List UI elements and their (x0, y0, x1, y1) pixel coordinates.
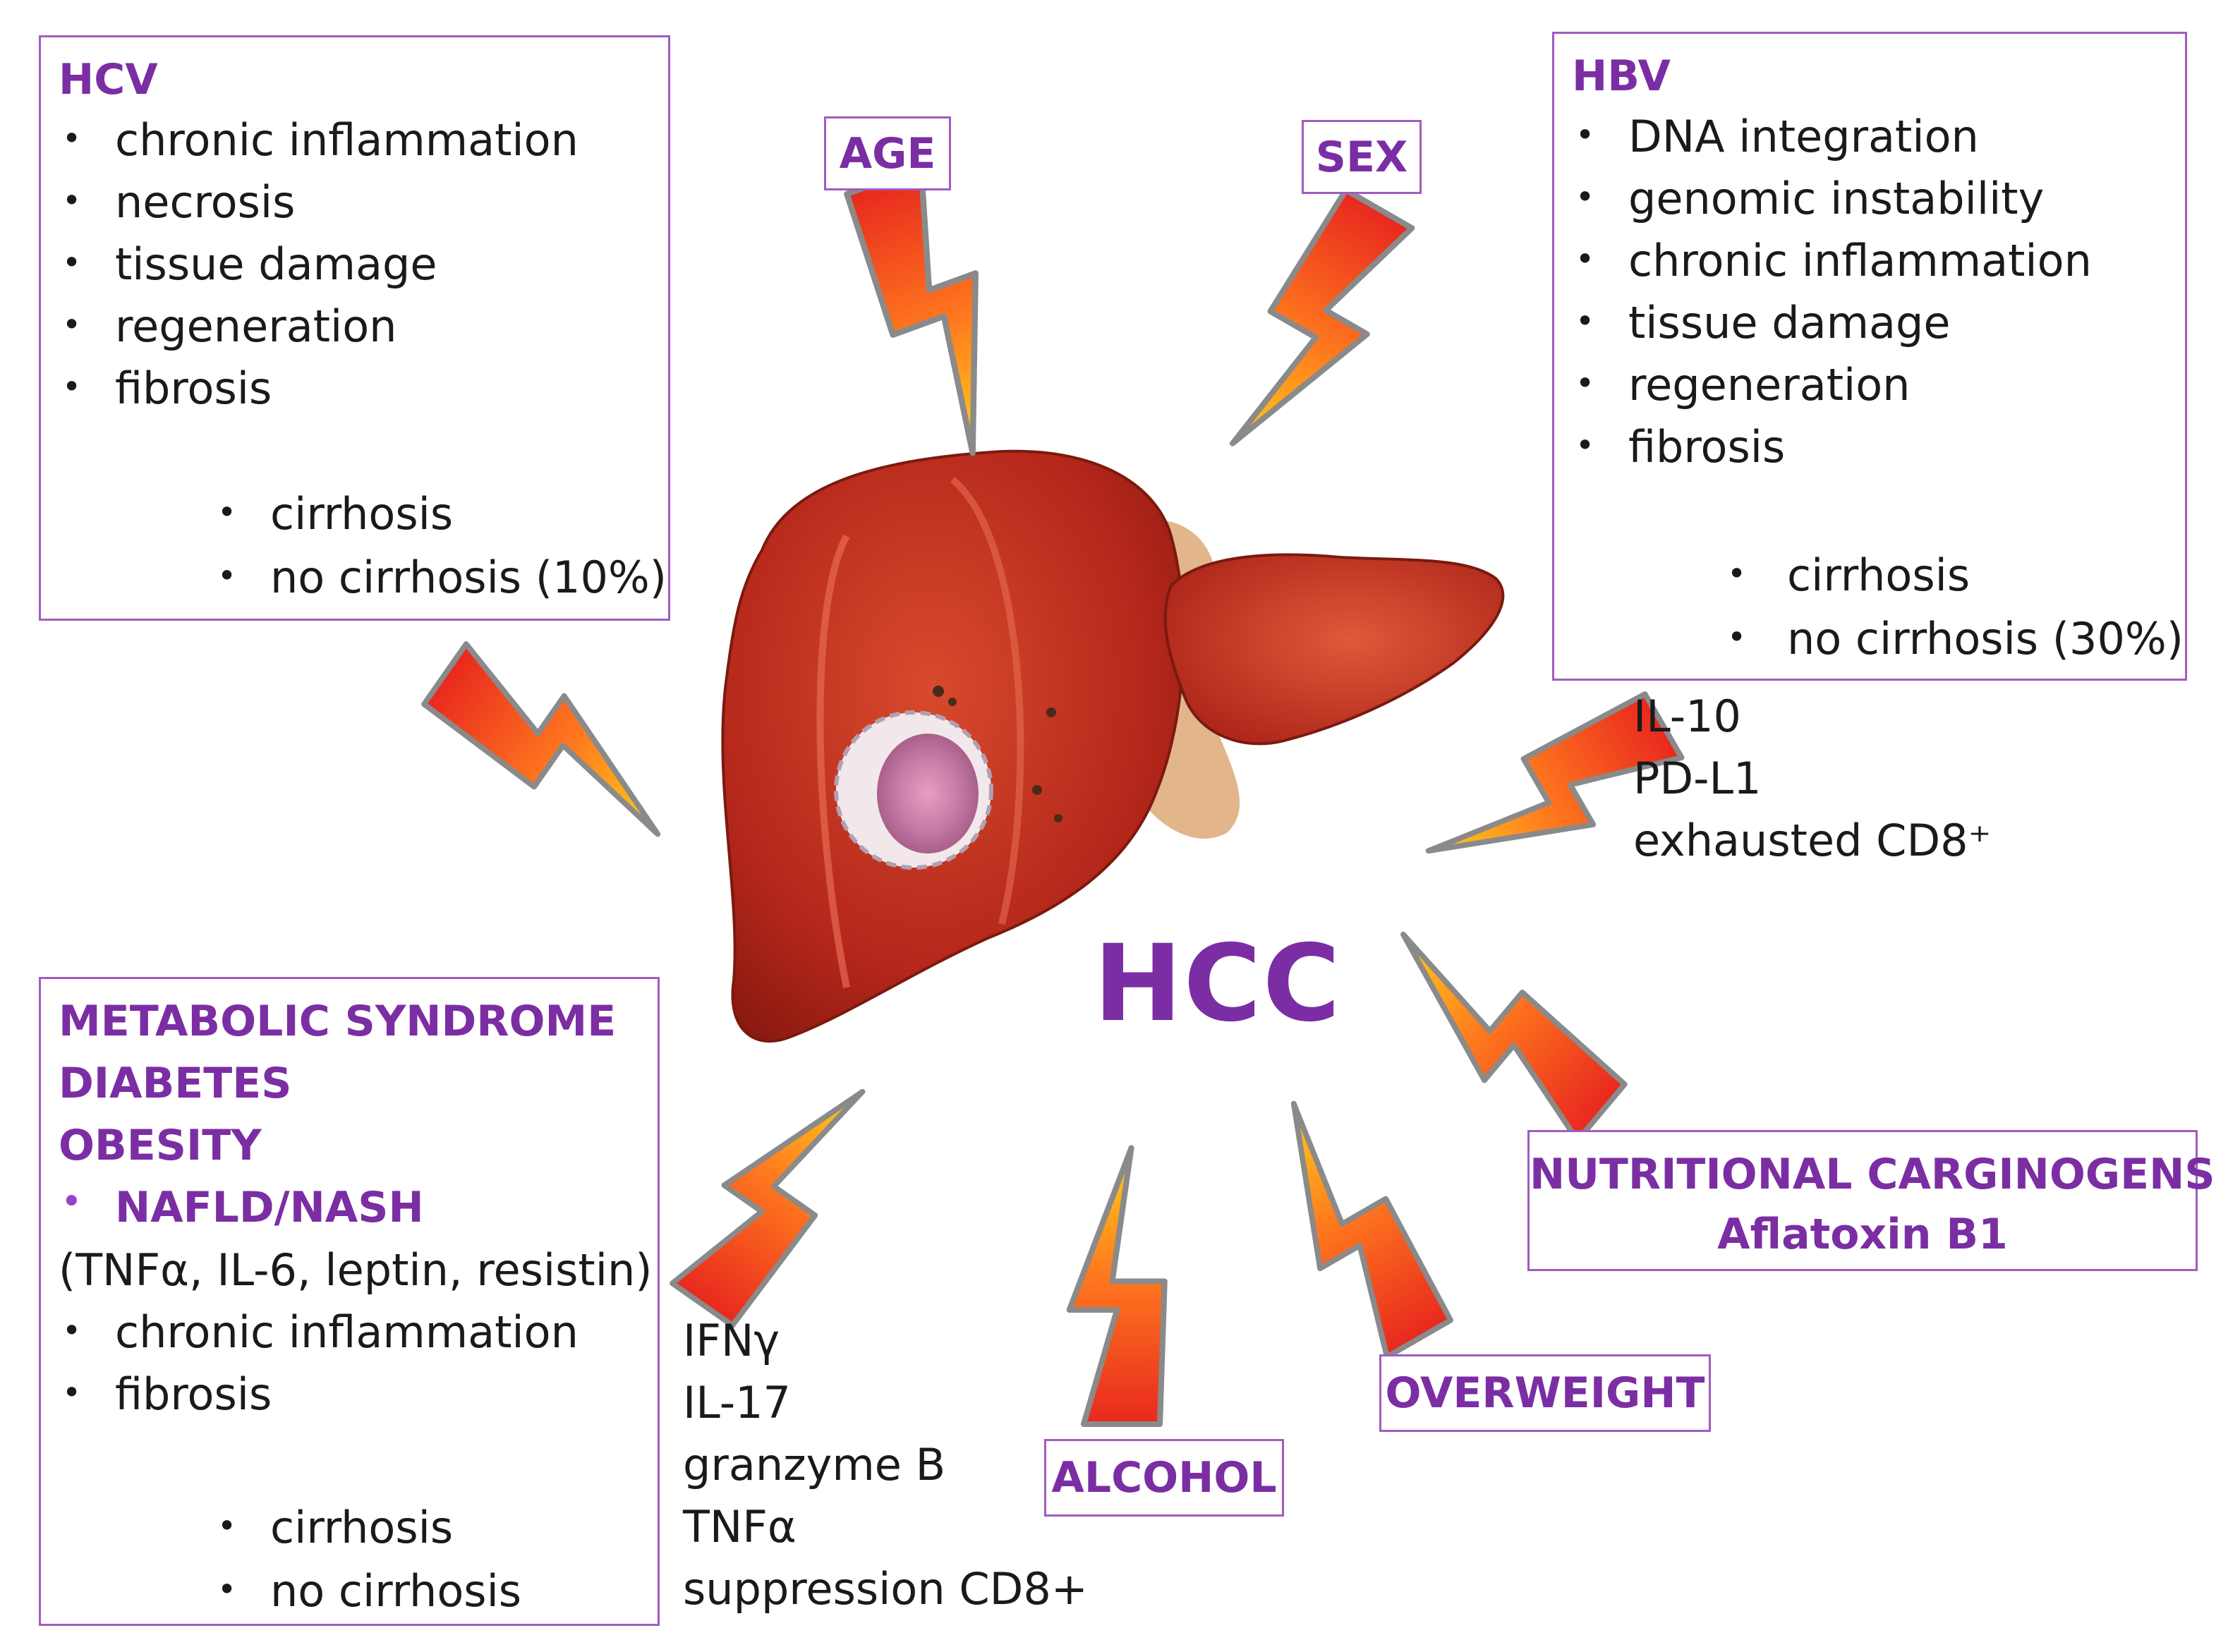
metabolic-item: fibrosis (115, 1368, 272, 1420)
hcv-item: tissue damage (115, 238, 437, 290)
bullet: • (1575, 302, 1595, 340)
nutritional-title: NUTRITIONAL CARGINOGENS (1530, 1150, 2215, 1199)
hcv-outcome: cirrhosis (270, 488, 454, 540)
hcv-title: HCV (59, 55, 158, 104)
sex-label: SEX (1315, 132, 1408, 182)
hcv-item: fibrosis (115, 363, 272, 414)
bullet: • (62, 1311, 82, 1349)
hbv-box: HBV • DNA integration • genomic instabil… (1552, 32, 2187, 681)
segment-line (950, 477, 1024, 925)
hcv-outcome: no cirrhosis (10%) (270, 552, 667, 603)
bullet: • (1575, 364, 1595, 402)
bullet: • (61, 1181, 83, 1223)
metabolic-item: chronic inflammation (115, 1306, 579, 1358)
sex-label-box: SEX (1302, 120, 1422, 194)
lightning-arrow-hcv (421, 633, 691, 861)
bullet: • (1575, 178, 1595, 216)
liver-illustration (721, 449, 1505, 1043)
immune-active-item: granzyme B (683, 1439, 946, 1490)
hbv-item: regeneration (1628, 359, 1911, 411)
nutritional-label-box: NUTRITIONAL CARGINOGENS Aflatoxin B1 (1527, 1130, 2215, 1271)
lightning-arrow-nutritional (1365, 910, 1628, 1151)
metabolic-title: METABOLIC SYNDROME (59, 997, 617, 1046)
bullet: • (62, 243, 82, 281)
bullet: • (1575, 240, 1595, 278)
immune-suppressive-item: exhausted CD8⁺ (1633, 815, 1992, 866)
metabolic-outcome: cirrhosis (270, 1502, 454, 1553)
hbv-item: tissue damage (1628, 297, 1951, 348)
hbv-outcome: cirrhosis (1787, 549, 1970, 601)
metabolic-box: METABOLIC SYNDROME DIABETES OBESITY • NA… (39, 977, 660, 1626)
alcohol-label: ALCOHOL (1051, 1453, 1277, 1502)
bullet: • (217, 557, 237, 595)
metabolic-outcome: no cirrhosis (270, 1565, 522, 1617)
immune-suppressive-item: IL-10 (1633, 691, 1742, 742)
metabolic-title: OBESITY (59, 1121, 262, 1170)
bullet: • (1575, 426, 1595, 464)
hbv-item: chronic inflammation (1628, 235, 2092, 286)
overweight-label: OVERWEIGHT (1385, 1368, 1705, 1418)
overweight-label-box: OVERWEIGHT (1379, 1354, 1711, 1432)
hbv-item: genomic instability (1628, 173, 2045, 224)
metabolic-factors: (TNFα, IL-6, leptin, resistin) (59, 1244, 653, 1296)
lightning-arrow-immune-active (661, 1057, 889, 1328)
lightning-arrow-alcohol (1070, 1148, 1165, 1425)
left-lobe (1163, 553, 1505, 746)
hcc-center-label: HCC (1094, 923, 1342, 1045)
hcv-item: regeneration (115, 300, 397, 352)
bullet: • (62, 305, 82, 344)
age-label: AGE (839, 128, 936, 178)
bullet: • (1727, 554, 1747, 593)
lightning-arrow-age (842, 162, 1033, 464)
metabolic-title: DIABETES (59, 1059, 292, 1108)
hbv-title: HBV (1572, 51, 1671, 101)
bullet: • (62, 1373, 82, 1411)
immune-active-item: IL-17 (683, 1377, 792, 1428)
lightning-arrow-overweight (1242, 1088, 1455, 1363)
hbv-outcome: no cirrhosis (30%) (1787, 613, 2184, 664)
segment-line (816, 534, 850, 988)
bullet: • (217, 1570, 237, 1608)
lightning-arrow-sex (1204, 188, 1424, 475)
bullet: • (62, 119, 82, 157)
hcv-box: HCV • chronic inflammation • necrosis • … (39, 35, 670, 621)
immune-active-item: suppression CD8+ (683, 1563, 1088, 1615)
immune-active-item: TNFα (683, 1501, 797, 1553)
bullet: • (1727, 618, 1747, 656)
bullet: • (1575, 116, 1595, 154)
bullet: • (62, 181, 82, 219)
immune-suppressive-item: PD-L1 (1633, 753, 1762, 804)
metabolic-subtitle: NAFLD/NASH (115, 1183, 424, 1232)
bullet: • (62, 368, 82, 406)
bullet: • (217, 1507, 237, 1545)
bullet: • (217, 493, 237, 531)
hbv-item: DNA integration (1628, 111, 1979, 162)
alcohol-label-box: ALCOHOL (1044, 1439, 1284, 1517)
age-label-box: AGE (824, 116, 951, 190)
hcv-item: chronic inflammation (115, 114, 579, 166)
hcv-item: necrosis (115, 176, 296, 228)
nutritional-subtitle: Aflatoxin B1 (1717, 1210, 2008, 1259)
immune-active-item: IFNγ (683, 1315, 780, 1366)
tumor-lesion (834, 710, 993, 870)
hbv-item: fibrosis (1628, 421, 1786, 473)
